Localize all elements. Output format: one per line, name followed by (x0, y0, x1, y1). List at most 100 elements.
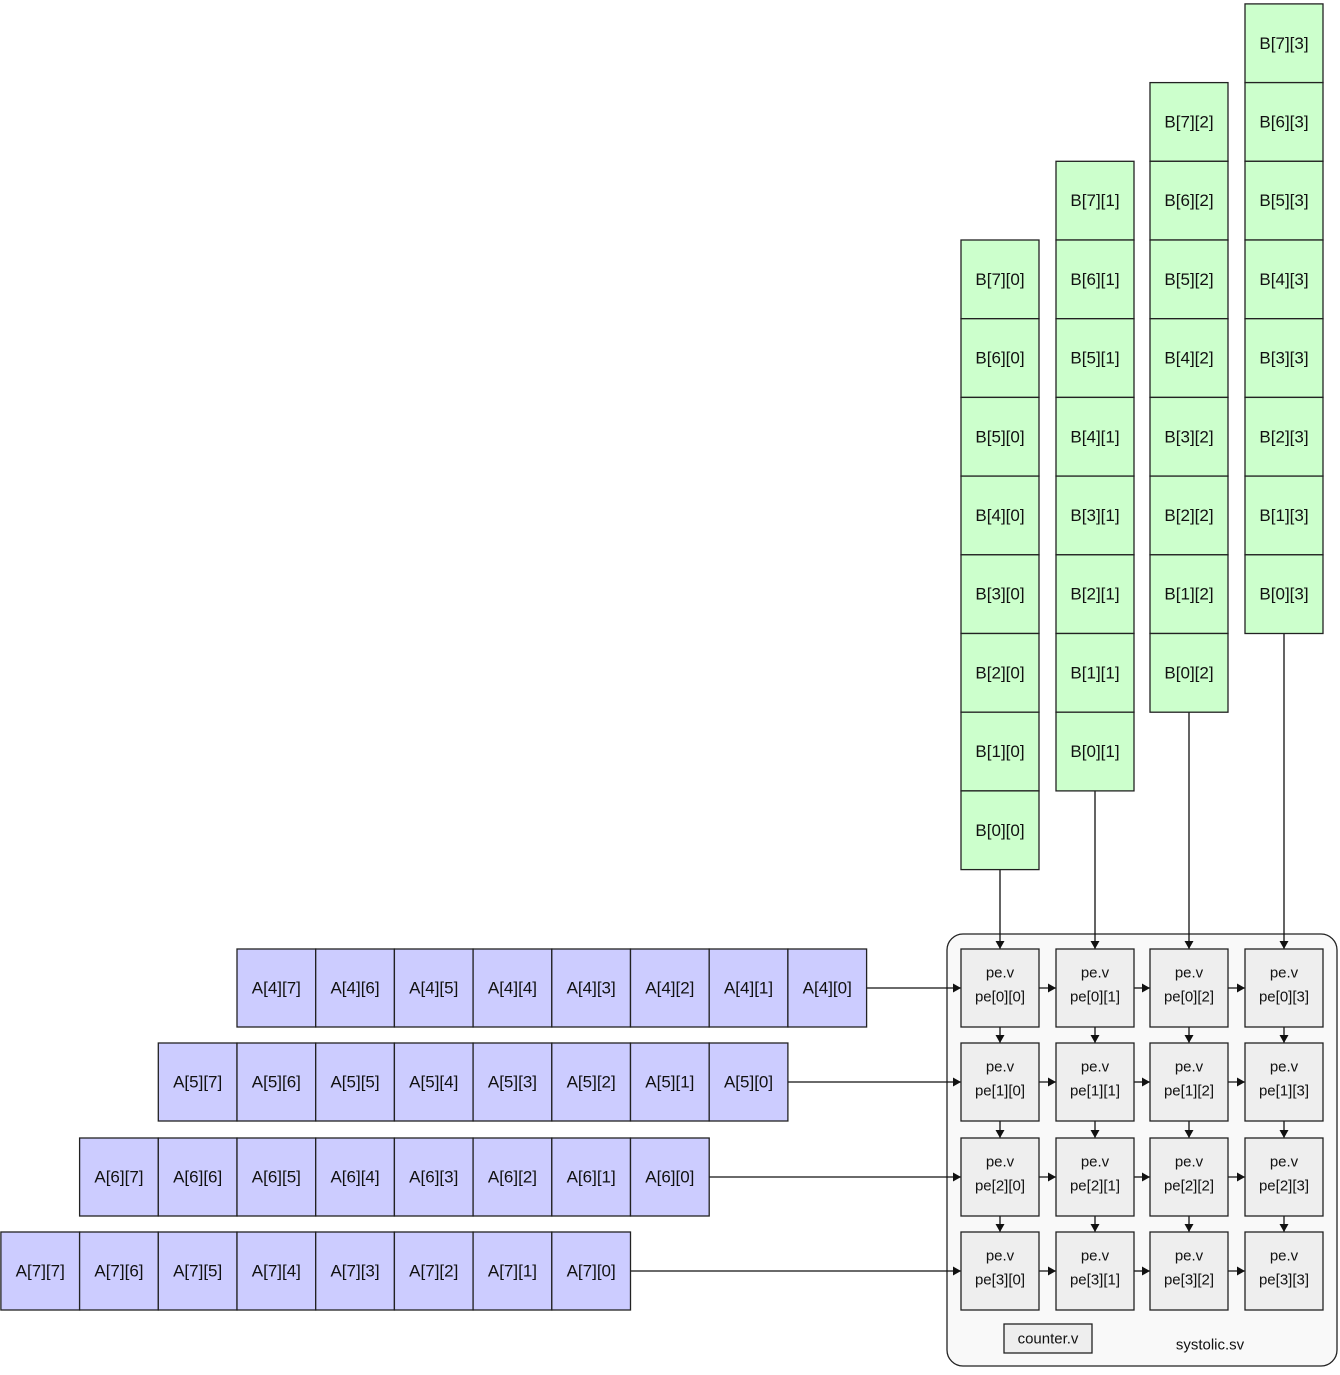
a-cell (472, 1231, 553, 1311)
a-cell (629, 948, 710, 1028)
a-cell-label: A[5][3] (488, 1073, 537, 1092)
a-cell-label: A[4][5] (409, 979, 458, 998)
b-cell (1055, 239, 1135, 320)
a-cell (551, 1231, 632, 1311)
b-cell (960, 239, 1040, 320)
pe-vertical-arrow (1184, 1130, 1194, 1138)
a-cell-label: A[7][6] (94, 1262, 143, 1281)
a-cell-label: A[6][2] (488, 1168, 537, 1187)
a-cell (315, 1042, 396, 1122)
a-cell-label: A[4][3] (567, 979, 616, 998)
a-cell-label: A[7][2] (409, 1262, 458, 1281)
a-cell-label: A[5][5] (330, 1073, 379, 1092)
pe-vertical-arrow (1184, 1224, 1194, 1232)
pe-horizontal-arrow (1048, 1077, 1056, 1087)
pe-cell: pe.vpe[1][3] (1244, 1042, 1324, 1122)
b-column-0: B[7][0]B[6][0]B[5][0]B[4][0]B[3][0]B[2][… (960, 239, 1040, 871)
pe-instance-label: pe[1][1] (1070, 1083, 1120, 1100)
a-cell (472, 1042, 553, 1122)
a-cell (236, 1231, 317, 1311)
b-cell-label: B[0][2] (1164, 663, 1213, 682)
b-feed-arrow (1184, 941, 1194, 949)
pe-instance-label: pe[2][3] (1259, 1178, 1309, 1195)
b-cell-label: B[4][1] (1070, 427, 1119, 446)
a-matrix-rows: A[4][7]A[4][6]A[4][5]A[4][4]A[4][3]A[4][… (0, 948, 868, 1311)
pe-module-label: pe.v (1270, 1248, 1299, 1265)
a-cell (787, 948, 868, 1028)
pe-cell: pe.vpe[1][2] (1149, 1042, 1229, 1122)
b-cell-label: B[6][1] (1070, 270, 1119, 289)
b-column-1: B[7][1] B[6][1] B[5][1] B[4][1] B[3][1] B[2][… (1055, 160, 1135, 792)
a-cell (78, 1231, 159, 1311)
pe-instance-label: pe[0][0] (975, 989, 1025, 1006)
pe-box (1149, 1231, 1229, 1311)
b-cell-label: B[3][1] (1070, 506, 1119, 525)
a-cell (472, 948, 553, 1028)
pe-module-label: pe.v (1175, 965, 1204, 982)
b-cell-label: B[1][2] (1164, 585, 1213, 604)
b-cell-label: B[3][2] (1164, 427, 1213, 446)
b-cell-label: B[5][2] (1164, 270, 1213, 289)
pe-box (960, 1137, 1040, 1217)
b-cell (1055, 632, 1135, 713)
pe-cell: pe.vpe[2][1] (1055, 1137, 1135, 1217)
pe-module-label: pe.v (1081, 965, 1110, 982)
pe-vertical-arrow (1279, 1224, 1289, 1232)
pe-module-label: pe.v (1081, 1248, 1110, 1265)
b-cell-label: B[2][1] (1070, 585, 1119, 604)
pe-cell: pe.vpe[2][0] (960, 1137, 1040, 1217)
a-cell (551, 1042, 632, 1122)
b-cell-label: B[2][0] (975, 663, 1024, 682)
a-cell (0, 1231, 81, 1311)
b-cell-label: B[7][1] (1070, 191, 1119, 210)
b-cell (1149, 81, 1229, 162)
pe-cell: pe.v pe[2][2] (1149, 1137, 1229, 1217)
pe-horizontal-arrow (1142, 1077, 1150, 1087)
pe-vertical-arrow (1090, 1130, 1100, 1138)
pe-vertical-arrow (1090, 1035, 1100, 1043)
b-cell-label: B[5][1] (1070, 349, 1119, 368)
pe-vertical-arrow (1279, 1035, 1289, 1043)
pe-cell: pe.vpe[3][2] (1149, 1231, 1229, 1311)
pe-module-label: pe.v (986, 1248, 1015, 1265)
pe-module-label: pe.v (1270, 965, 1299, 982)
pe-instance-label: pe[3][3] (1259, 1272, 1309, 1289)
a-cell (315, 1137, 396, 1217)
pe-horizontal-arrow (1237, 1172, 1245, 1182)
b-cell (960, 554, 1040, 635)
b-cell (1055, 160, 1135, 241)
b-cell-label: B[0][3] (1259, 585, 1308, 604)
pe-instance-label: pe[3][2] (1164, 1272, 1214, 1289)
pe-cell: pe.vpe[1][0] (960, 1042, 1040, 1122)
b-cell-label: B[4][2] (1164, 349, 1213, 368)
a-cell-label: A[7][4] (252, 1262, 301, 1281)
a-cell-label: A[4][6] (330, 979, 379, 998)
pe-box (1055, 1137, 1135, 1217)
pe-instance-label: pe[3][0] (975, 1272, 1025, 1289)
a-cell-label: A[4][4] (488, 979, 537, 998)
b-cell-label: B[1][3] (1259, 506, 1308, 525)
a-row-0: A[4][7]A[4][6]A[4][5]A[4][4]A[4][3]A[4][… (236, 948, 868, 1028)
pe-box (960, 948, 1040, 1028)
pe-vertical-arrow (1184, 1035, 1194, 1043)
b-cell (960, 790, 1040, 871)
b-column-3: B[7][3]B[6][3]B[5][3]B[4][3]B[3][3]B[2][… (1244, 3, 1324, 635)
pe-module-label: pe.v (1175, 1154, 1204, 1171)
a-cell-label: A[4][7] (252, 979, 301, 998)
pe-box (1244, 1231, 1324, 1311)
b-cell (960, 318, 1040, 399)
a-cell-label: A[5][1] (645, 1073, 694, 1092)
b-cell-label: B[0][1] (1070, 742, 1119, 761)
a-cell-label: A[6][5] (252, 1168, 301, 1187)
a-cell-label: A[7][1] (488, 1262, 537, 1281)
b-cell-label: B[7][3] (1259, 34, 1308, 53)
pe-instance-label: pe[2][2] (1164, 1178, 1214, 1195)
a-cell-label: A[7][7] (16, 1262, 65, 1281)
pe-box (1244, 1137, 1324, 1217)
b-cell-label: B[4][0] (975, 506, 1024, 525)
b-cell-label: B[1][1] (1070, 663, 1119, 682)
pe-vertical-arrow (995, 1035, 1005, 1043)
pe-instance-label: pe[2][0] (975, 1178, 1025, 1195)
pe-instance-label: pe[0][3] (1259, 989, 1309, 1006)
systolic-module-layer: counter.v systolic.sv (946, 933, 1338, 1367)
